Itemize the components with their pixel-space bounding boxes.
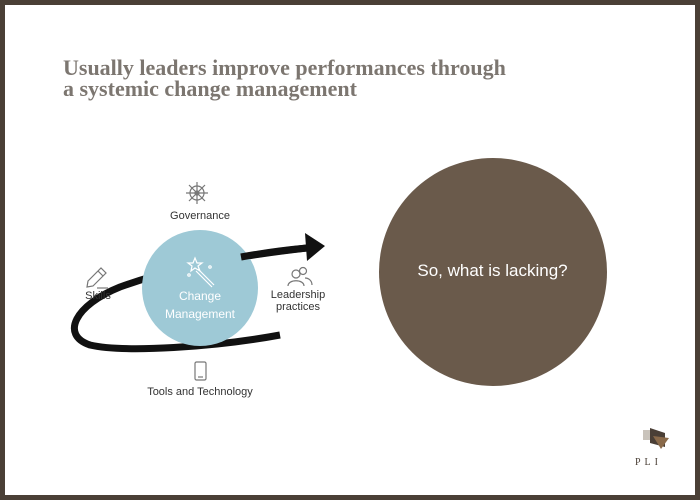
skills-label: Skills [85,290,111,302]
change-management-circle [142,230,258,346]
tools-label: Tools and Technology [147,386,253,398]
cycle-arrow-front [240,244,308,261]
pencil-icon [86,267,108,289]
leadership-label: Leadership practices [263,289,333,313]
change-management-diagram [70,158,669,449]
callout-text: So, what is lacking? [417,261,568,280]
arrow-head-icon [305,233,325,261]
slide-title: Usually leaders improve performances thr… [63,55,543,101]
pli-logo-icon [643,428,669,449]
logo-text: PLI [635,457,662,468]
ship-wheel-icon [186,182,208,204]
leadership-label-line-1: Leadership [270,289,326,301]
center-label-line-1: Change [178,289,222,303]
leadership-label-line-2: practices [275,301,321,313]
change-management-label: Change Management [155,287,245,323]
question-circle [379,158,607,386]
slide-title-line-2: a systemic change management [63,76,357,101]
center-label-line-2: Management [164,307,236,321]
governance-label: Governance [170,210,230,222]
slide-title-line-1: Usually leaders improve performances thr… [63,55,506,80]
people-icon [287,266,313,287]
tablet-icon [194,361,207,381]
magic-wand-icon [186,256,215,288]
